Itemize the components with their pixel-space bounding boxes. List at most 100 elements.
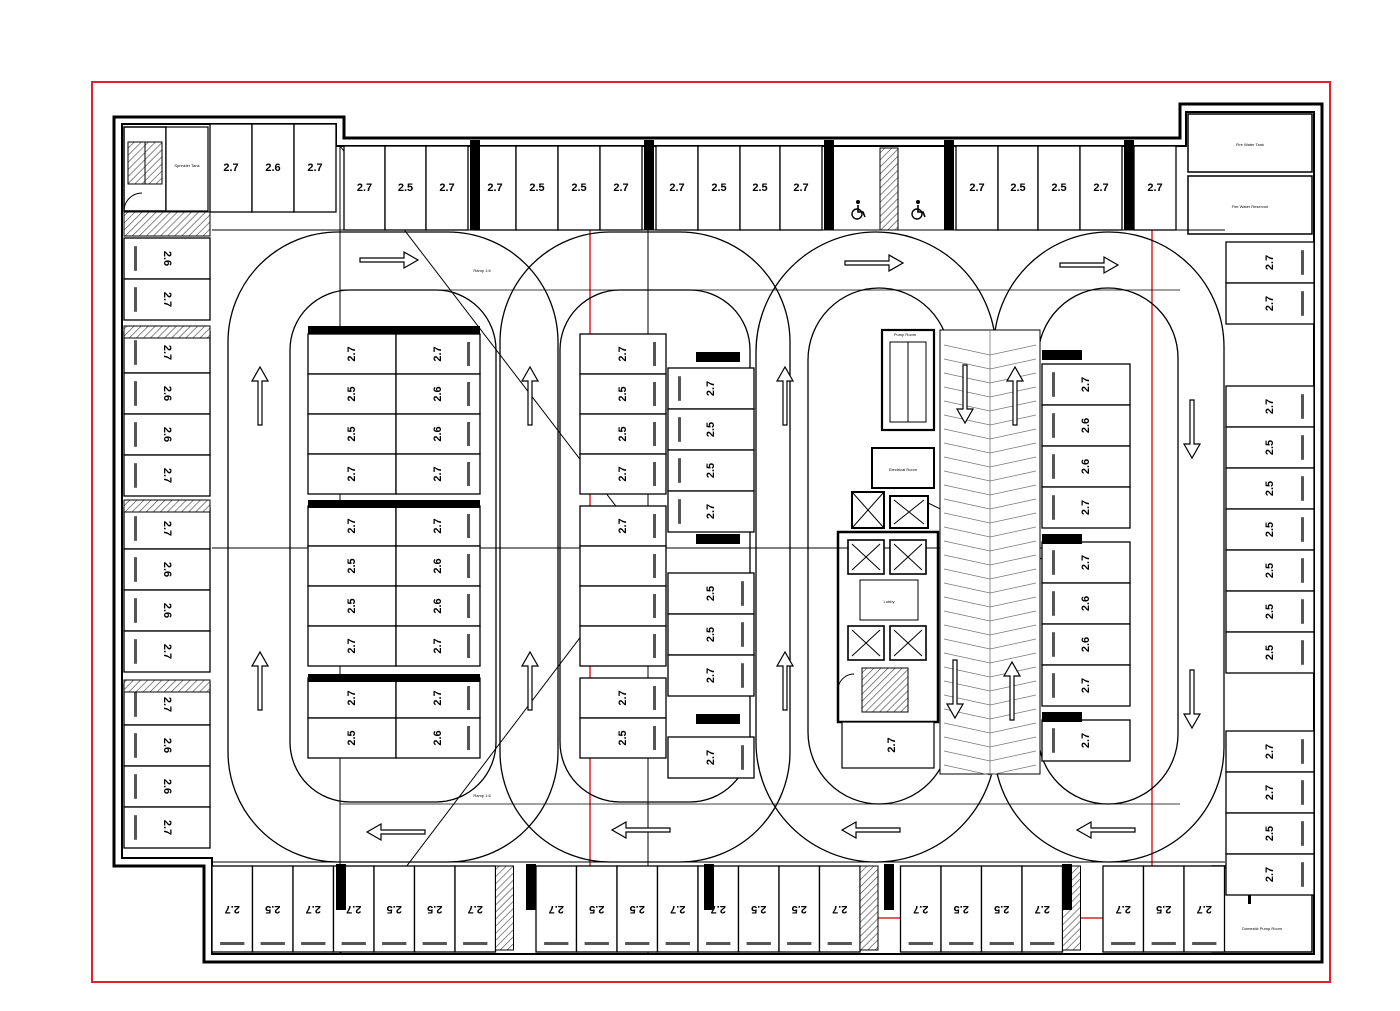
parking-bay: 2.7 [307, 333, 397, 375]
parking-bay: 2.6 [251, 123, 295, 213]
parking-bay: 2.7 [1225, 771, 1315, 814]
stair-top-left [123, 126, 185, 212]
bay-width-label: 2.5 [705, 422, 717, 437]
parking-bay: 2.7 [1041, 486, 1131, 529]
parking-bay: 2.7 [1041, 664, 1131, 707]
bay-width-label: 2.7 [1264, 399, 1276, 414]
parking-bay: 2.6 [123, 724, 211, 767]
parking-bay: 2.5 [737, 865, 780, 953]
bay-width-label: 2.7 [1264, 296, 1276, 311]
parking-bay: 2.7 [899, 865, 942, 953]
parking-bay: 2.5 [739, 145, 781, 231]
parking-bay: 2.7 [123, 806, 211, 849]
traffic-arrows [250, 250, 1202, 842]
bay-width-label: 2.6 [432, 426, 444, 441]
fire-water-tank-label: Fire Water Tank [1236, 142, 1264, 147]
parking-bay: 2.7 [667, 736, 755, 779]
bay-width-label: 2.7 [223, 162, 238, 174]
fire-water-reservoir-label: Fire Water Reservoir [1232, 204, 1269, 209]
bay-width-label: 2.7 [161, 697, 173, 712]
bay-width-label: 2.6 [1080, 637, 1092, 652]
accessible-zone [879, 147, 899, 231]
parking-bay: 2.7 [292, 865, 335, 953]
bay-width-label: 2.7 [161, 644, 173, 659]
parking-bay: 2.5 [980, 865, 1023, 953]
parking-bay: 2.7 [395, 677, 481, 719]
parking-bay: 2.7 [395, 453, 481, 495]
parking-bay: 2.7 [579, 505, 667, 547]
bay-width-label: 2.5 [1051, 182, 1066, 194]
direction-arrow [1075, 820, 1136, 840]
parking-bay: 2.5 [1225, 631, 1315, 674]
bay-width-label: 2.7 [306, 903, 321, 915]
bay-width-label: 2.7 [832, 903, 847, 915]
bay-width-label: 2.5 [346, 426, 358, 441]
bay-width-label: 2.7 [969, 182, 984, 194]
direction-arrow [775, 365, 795, 426]
parking-bay [579, 625, 667, 667]
parking-bay: 2.7 [395, 625, 481, 667]
bay-width-label: 2.7 [1264, 744, 1276, 759]
bay-width-label: 2.5 [265, 903, 280, 915]
bay-width-label: 2.5 [705, 586, 717, 601]
bay-width-label: 2.7 [487, 182, 502, 194]
parking-bay: 2.5 [1225, 508, 1315, 551]
hatched-zone [859, 865, 879, 951]
parking-bay: 2.6 [1041, 582, 1131, 625]
parking-bay: 2.7 [307, 677, 397, 719]
bay-width-label: 2.5 [387, 903, 402, 915]
direction-arrow [520, 365, 540, 426]
parking-bay: 2.7 [1041, 363, 1131, 406]
column [944, 140, 954, 230]
parking-bay: 2.5 [1225, 549, 1315, 592]
parking-bay [579, 585, 667, 627]
bay-width-label: 2.5 [994, 903, 1009, 915]
parking-bay: 2.7 [307, 453, 397, 495]
parking-bay: 2.6 [1041, 445, 1131, 488]
bay-width-label: 2.5 [1264, 440, 1276, 455]
bay-width-label: 2.7 [346, 346, 358, 361]
parking-bay: 2.7 [123, 278, 211, 321]
bay-width-label: 2.5 [751, 903, 766, 915]
bay-width-label: 2.7 [357, 182, 372, 194]
direction-arrow [840, 820, 901, 840]
direction-arrow [1182, 669, 1202, 730]
bay-width-label: 2.5 [346, 558, 358, 573]
parking-bay: 2.5 [616, 865, 659, 953]
bay-width-label: 2.7 [617, 518, 629, 533]
bay-width-label: 2.7 [161, 468, 173, 483]
drawing-frame [91, 81, 1331, 983]
bay-width-label: 2.7 [161, 820, 173, 835]
parking-bay: 2.5 [373, 865, 416, 953]
parking-bay: 2.7 [307, 505, 397, 547]
parking-bay: 2.7 [535, 865, 578, 953]
parking-bay: 2.5 [307, 717, 397, 759]
direction-arrow [1059, 255, 1120, 275]
bay-width-label: 2.7 [161, 292, 173, 307]
parking-bay: 2.5 [697, 145, 741, 231]
core-bay-label: 2.7 [886, 737, 898, 752]
parking-bay: 2.7 [1183, 865, 1226, 953]
parking-bay: 2.6 [123, 765, 211, 808]
direction-arrow [844, 253, 905, 273]
parking-bay: 2.7 [1041, 719, 1131, 762]
parking-bay: 2.7 [667, 654, 755, 697]
bay-width-label: 2.6 [265, 162, 280, 174]
bay-width-label: 2.7 [913, 903, 928, 915]
bay-width-label: 2.7 [1080, 377, 1092, 392]
column [884, 864, 894, 910]
parking-bay: 2.7 [343, 145, 386, 231]
domestic-pump-room-label: Domestic Pump Room [1242, 926, 1283, 931]
parking-bay: 2.7 [1041, 541, 1131, 584]
parking-bay: 2.6 [123, 372, 211, 415]
parking-bay: 2.7 [1225, 853, 1315, 896]
parking-bay: 2.7 [123, 331, 211, 374]
bay-width-label: 2.5 [1264, 604, 1276, 619]
bay-width-label: 2.7 [1116, 903, 1131, 915]
bay-width-label: 2.7 [468, 903, 483, 915]
bay-width-label: 2.6 [432, 558, 444, 573]
bay-width-label: 2.5 [1010, 182, 1025, 194]
parking-bay: 2.7 [655, 145, 699, 231]
parking-bay: 2.7 [473, 145, 517, 231]
